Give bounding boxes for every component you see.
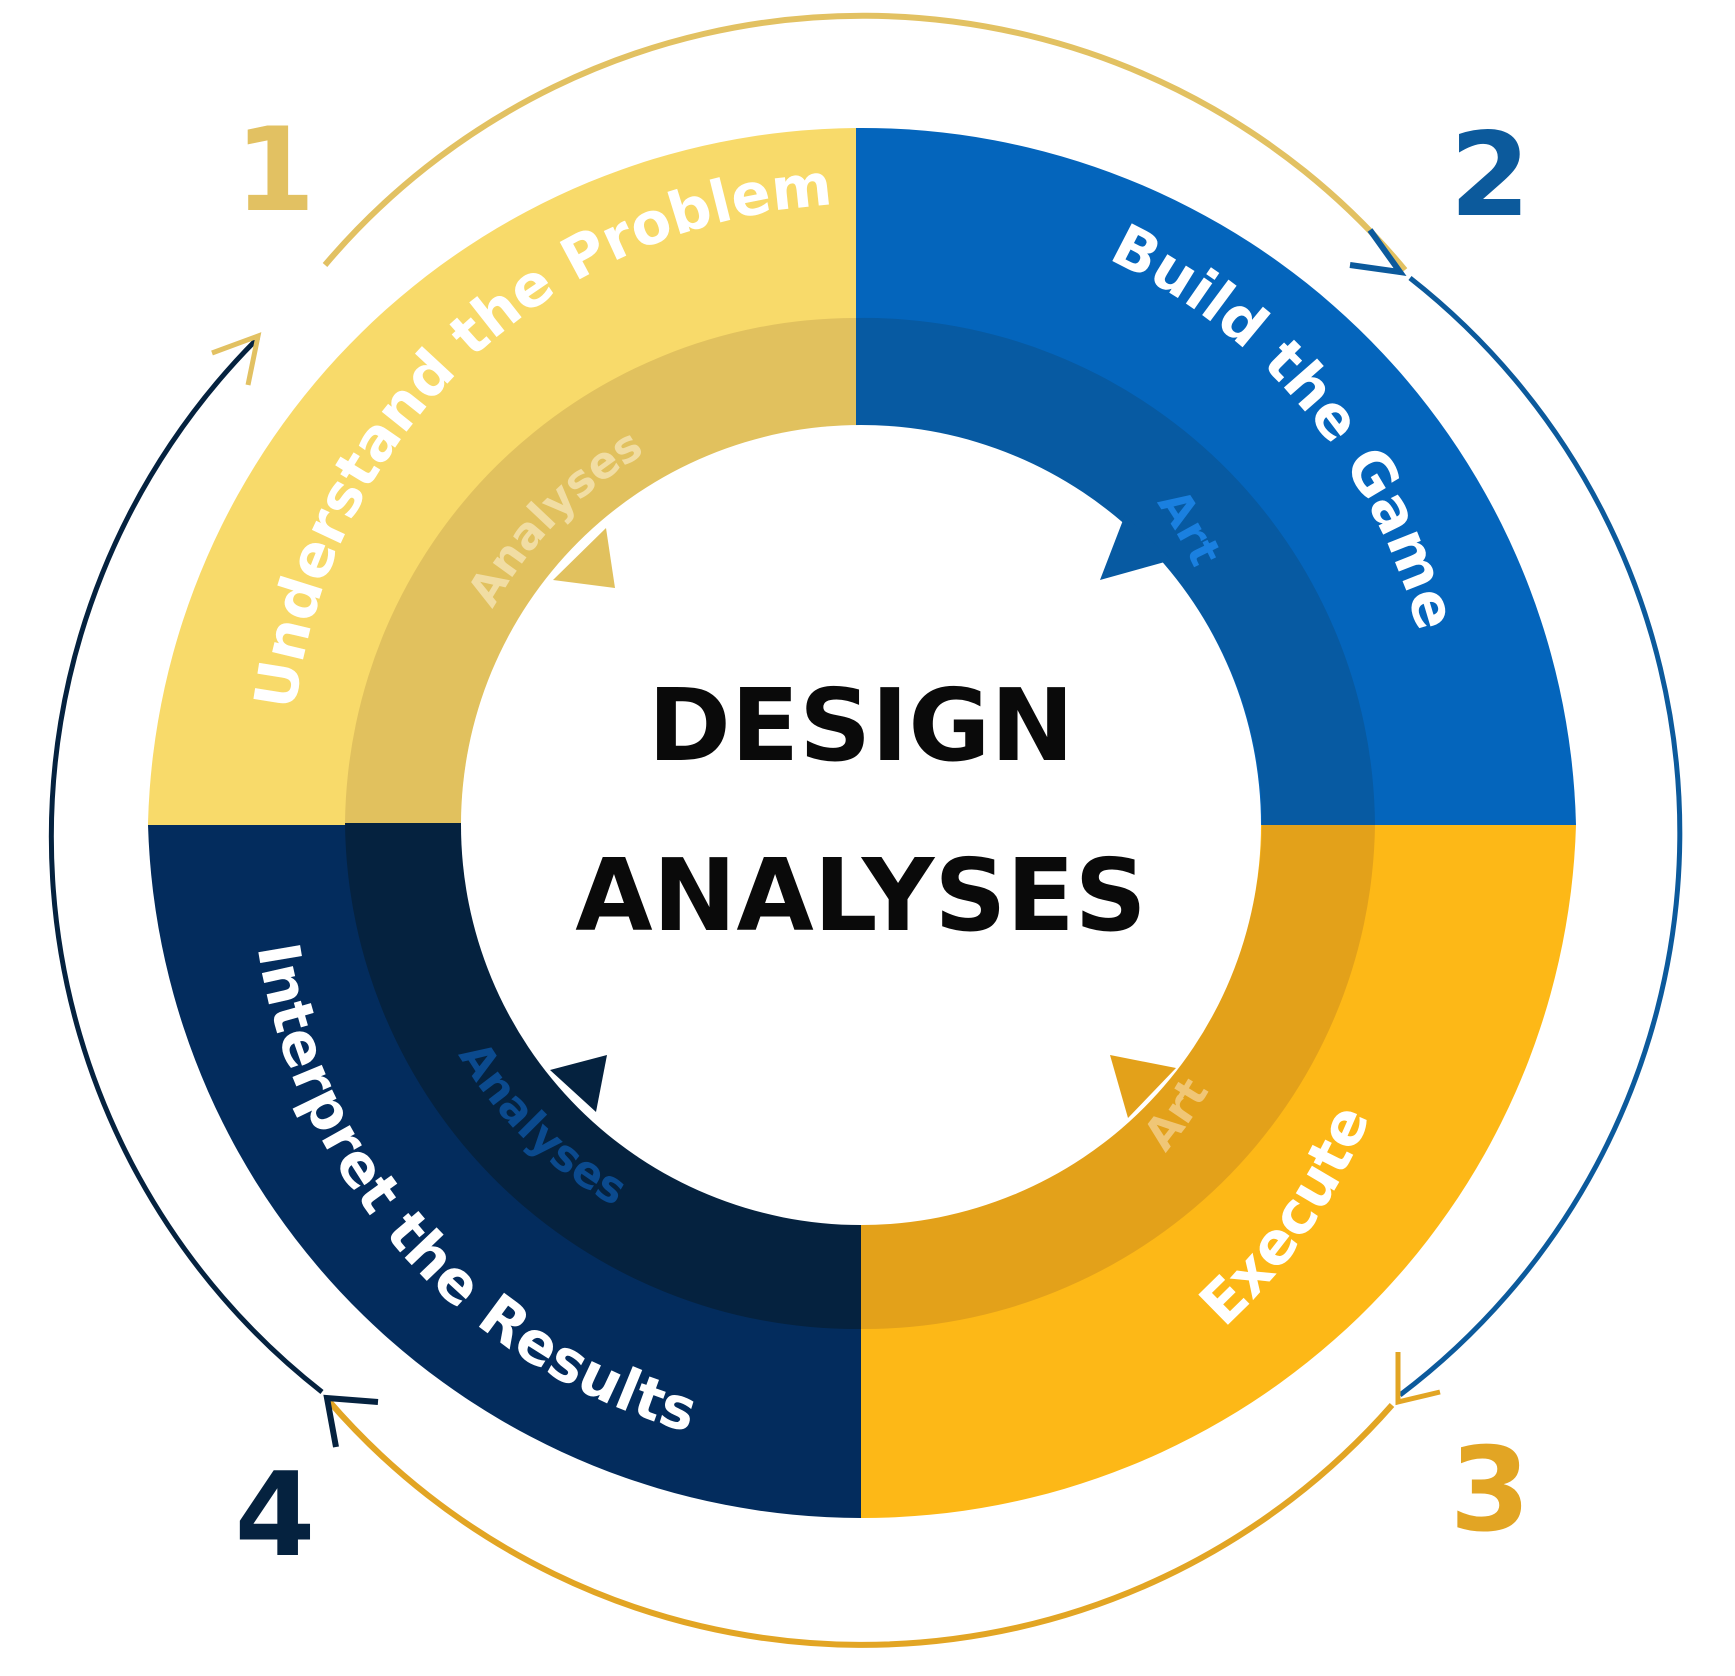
cycle-arc-3-to-4 [325, 1398, 1395, 1648]
center-title-line-1: DESIGN [648, 667, 1074, 784]
cycle-arrowhead-4 [323, 1394, 379, 1448]
step-4-number: 4 [235, 1448, 316, 1583]
cycle-arc-1-to-2 [322, 12, 1408, 272]
inner-arrowhead-2 [1100, 515, 1172, 580]
cycle-arrowhead-2 [1349, 228, 1407, 276]
cycle-arrowhead-3 [1395, 1352, 1441, 1406]
cycle-arrows [48, 12, 1683, 1648]
step-1-number: 1 [235, 103, 316, 238]
inner-ring-analyses-top [345, 318, 856, 823]
inner-arrowhead-4 [550, 1055, 607, 1112]
inner-arrowhead-3 [1110, 1055, 1176, 1118]
cycle-arrowhead-1 [211, 332, 262, 386]
inner-arrowhead-1 [553, 528, 615, 588]
center-circle [461, 425, 1261, 1225]
cycle-arc-2-to-3 [1398, 276, 1683, 1397]
step-2-number: 2 [1450, 108, 1531, 243]
inner-ring-art-top [856, 317, 1375, 825]
step-3-number: 3 [1450, 1423, 1531, 1558]
center-title-line-2: ANALYSES [575, 837, 1146, 954]
cycle-arc-4-to-1 [48, 336, 324, 1394]
